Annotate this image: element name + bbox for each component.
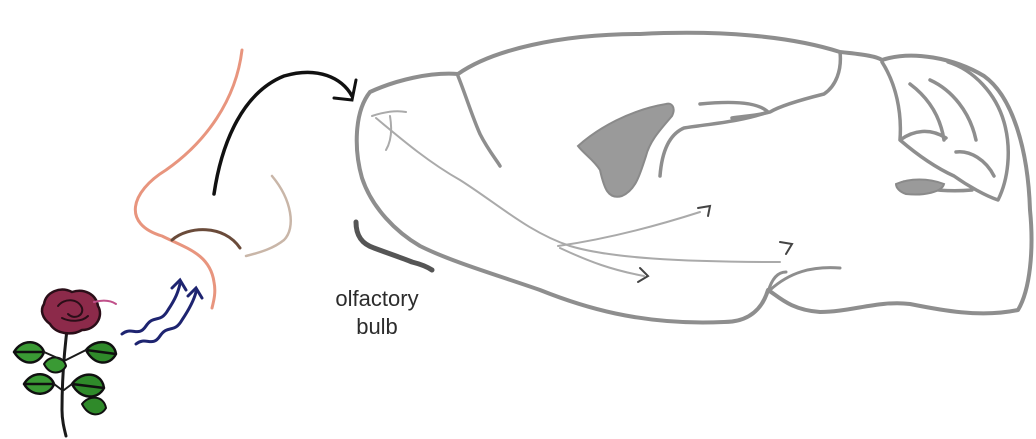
olfactory-bulb-label: olfactory bulb <box>322 285 432 341</box>
nose-icon <box>135 50 290 308</box>
rose-leaf-1 <box>14 342 44 362</box>
rose-leaf-3 <box>24 374 54 394</box>
olfactory-bulb-label-line2: bulb <box>322 313 432 341</box>
tract-main <box>376 118 780 262</box>
arrow-head <box>334 80 356 100</box>
brainstem-line <box>770 268 840 290</box>
brain-sulcus-mid <box>732 52 840 118</box>
rose-leaf-4 <box>72 375 104 397</box>
hippocampus-region <box>578 104 674 197</box>
olfactory-bulb-label-line1: olfactory <box>322 285 432 313</box>
arrowhead-upper <box>698 206 710 216</box>
pathway-arrowheads <box>638 206 792 282</box>
arrow-shaft <box>214 72 352 194</box>
rose-leaf-6 <box>82 398 106 415</box>
odor-wave-2 <box>136 292 196 344</box>
odor-wave-icon <box>122 280 202 344</box>
cerebellar-region <box>896 180 944 195</box>
nose-bridge <box>135 50 242 308</box>
tract-upper <box>558 212 700 246</box>
arrow-icon <box>214 72 356 194</box>
rose-petals <box>42 290 100 334</box>
nose-ala <box>246 176 291 256</box>
arrowhead-middle <box>780 242 792 254</box>
bulb-branch-1 <box>372 111 406 150</box>
brain-outline-icon <box>357 33 1032 323</box>
brain-inner-arc <box>660 102 768 176</box>
rose-leaf-2 <box>86 342 116 362</box>
odor-wave-1 <box>122 284 180 334</box>
rose-stem <box>62 322 68 436</box>
brain-regions <box>578 104 944 197</box>
rose-icon <box>14 290 116 436</box>
brain-sulcus-left <box>458 76 500 166</box>
